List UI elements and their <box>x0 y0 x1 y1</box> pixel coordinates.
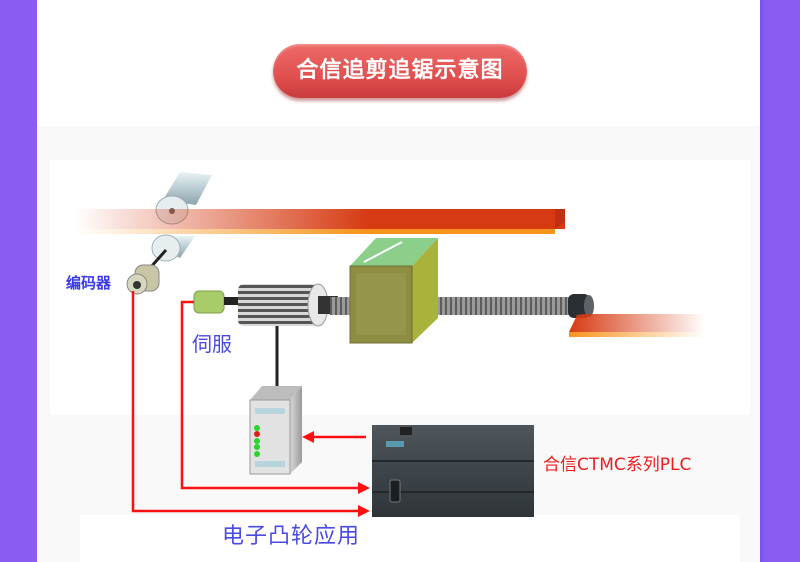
servo-label: 伺服 <box>192 332 232 356</box>
electronic-cam-label: 电子凸轮应用 <box>222 524 361 549</box>
left-purple-band <box>0 0 37 562</box>
material-strip-incoming <box>75 209 565 234</box>
diagram-footer-area <box>80 515 740 562</box>
lower-roller <box>148 234 195 269</box>
servo-motor <box>193 283 338 390</box>
servo-drive <box>249 386 302 475</box>
signal-wires <box>131 291 366 513</box>
encoder-label: 编码器 <box>66 274 112 292</box>
arrowheads <box>302 431 370 517</box>
plc-label: 合信CTMC系列PLC <box>543 455 692 475</box>
encoder <box>126 264 160 295</box>
right-purple-band <box>760 0 800 562</box>
page-title: 合信追剪追锯示意图 <box>273 44 527 98</box>
material-strip-outgoing <box>569 314 705 337</box>
plc <box>372 425 534 517</box>
cutting-carriage <box>349 238 438 344</box>
